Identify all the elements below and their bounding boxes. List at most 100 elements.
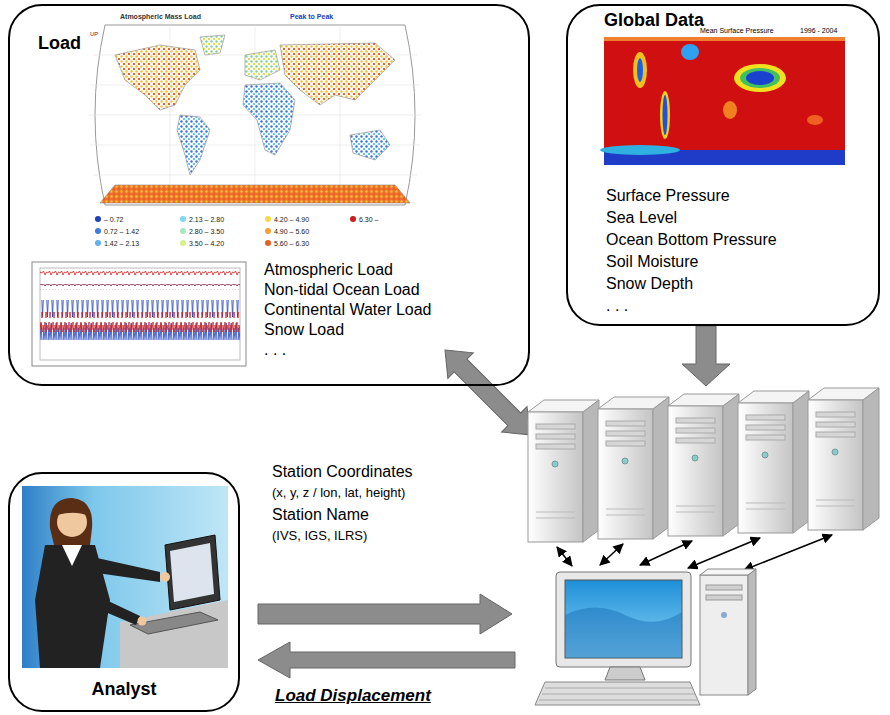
pressure-map xyxy=(681,44,699,60)
pressure-map xyxy=(807,115,823,125)
analyst-picture xyxy=(62,545,82,566)
time-series-chart xyxy=(40,268,240,360)
computer xyxy=(565,608,682,659)
arrow-sublabel: (IVS, IGS, ILRS) xyxy=(272,528,367,544)
server-cluster xyxy=(528,388,879,542)
computer xyxy=(706,595,742,600)
list-item: Surface Pressure xyxy=(606,186,730,206)
time-series-chart xyxy=(40,312,240,332)
load-map xyxy=(280,43,395,105)
analyst-picture xyxy=(165,535,220,610)
load-map xyxy=(115,45,200,110)
analyst-picture xyxy=(82,590,140,625)
legend-text: 2.13 – 2.80 xyxy=(189,216,224,223)
load-map xyxy=(100,185,410,203)
list-item: Ocean Bottom Pressure xyxy=(606,230,777,250)
legend-text: 0.72 – 1.42 xyxy=(104,228,139,235)
legend-swatch xyxy=(265,240,271,246)
arrow-label: Station Coordinates xyxy=(272,462,413,482)
block-arrow xyxy=(682,326,730,386)
analyst-picture xyxy=(57,502,88,516)
pressure-map xyxy=(633,52,647,88)
network-arrow xyxy=(744,535,832,570)
server-cluster xyxy=(668,394,739,536)
network-arrow xyxy=(600,544,623,565)
legend-text: 1.42 – 2.13 xyxy=(104,240,139,247)
block-arrow xyxy=(432,337,542,447)
map-period: 1996 - 2004 xyxy=(800,26,837,35)
block-arrow xyxy=(258,642,515,678)
time-series-chart xyxy=(32,262,246,366)
analyst-picture xyxy=(160,572,170,582)
rounded-panel: Analyst xyxy=(8,472,240,712)
pressure-map xyxy=(600,37,845,165)
computer xyxy=(700,569,756,575)
list-item: Continental Water Load xyxy=(264,300,432,320)
computer xyxy=(565,580,682,658)
legend-entry: 5.60 – 6.30 xyxy=(265,238,309,248)
time-series-chart xyxy=(40,284,240,290)
list-item: Snow Depth xyxy=(606,274,693,294)
rounded-panel: LoadAtmospheric LoadNon-tidal Ocean Load… xyxy=(8,4,530,386)
arrow-label: Load Displacement xyxy=(275,685,431,706)
list-item: . . . xyxy=(264,340,286,360)
server-cluster xyxy=(738,391,809,533)
pressure-map xyxy=(637,58,643,82)
legend-swatch xyxy=(350,216,356,222)
time-series-chart xyxy=(32,262,246,366)
legend-entry: 3.50 – 4.20 xyxy=(180,238,224,248)
legend-text: 6.30 – xyxy=(359,216,378,223)
axis-label: UP xyxy=(90,30,98,38)
list-item: Soil Moisture xyxy=(606,252,698,272)
computer xyxy=(748,569,756,695)
legend-entry: 6.30 – xyxy=(350,214,378,224)
analyst-picture xyxy=(50,498,92,545)
analyst-picture xyxy=(88,556,160,582)
time-series-chart xyxy=(40,271,240,277)
legend-text: – 0.72 xyxy=(104,216,123,223)
box-heading: Global Data xyxy=(604,9,704,31)
pressure-map xyxy=(663,95,668,135)
computer xyxy=(556,572,691,667)
pressure-map xyxy=(604,37,845,41)
network-arrow xyxy=(640,541,692,565)
arrow-sublabel: (x, y, z / lon, lat, height) xyxy=(272,485,405,501)
arrow-label: Station Name xyxy=(272,505,369,525)
server-cluster xyxy=(528,400,599,542)
computer xyxy=(605,667,645,680)
computer xyxy=(706,585,742,590)
pressure-map xyxy=(734,64,786,92)
legend-swatch xyxy=(95,240,101,246)
legend-text: 4.90 – 5.60 xyxy=(274,228,309,235)
pressure-map xyxy=(740,68,780,88)
box-heading: Analyst xyxy=(91,678,156,700)
load-map xyxy=(200,35,225,55)
analyst-picture xyxy=(130,612,218,634)
analyst-picture xyxy=(22,486,228,668)
legend-entry: – 0.72 xyxy=(95,214,123,224)
network-arrow xyxy=(557,547,572,566)
computer xyxy=(535,569,756,705)
analyst-picture xyxy=(138,617,147,626)
computer xyxy=(542,694,695,695)
pressure-map xyxy=(746,71,774,85)
computer xyxy=(721,612,727,618)
legend-swatch xyxy=(180,228,186,234)
legend-swatch xyxy=(265,216,271,222)
server-cluster xyxy=(598,397,669,539)
map-title: Atmospheric Mass Load xyxy=(120,12,201,21)
analyst-picture xyxy=(22,486,228,668)
map-subtitle: Peak to Peak xyxy=(290,12,333,21)
computer xyxy=(535,682,700,705)
legend-entry: 4.90 – 5.60 xyxy=(265,226,309,236)
legend-swatch xyxy=(95,216,101,222)
map-title: Mean Surface Pressure xyxy=(700,26,774,35)
box-heading: Load xyxy=(38,32,81,54)
load-map xyxy=(100,185,410,203)
analyst-picture xyxy=(170,543,214,602)
computer xyxy=(545,688,692,689)
legend-text: 3.50 – 4.20 xyxy=(189,240,224,247)
server-cluster xyxy=(808,388,879,530)
